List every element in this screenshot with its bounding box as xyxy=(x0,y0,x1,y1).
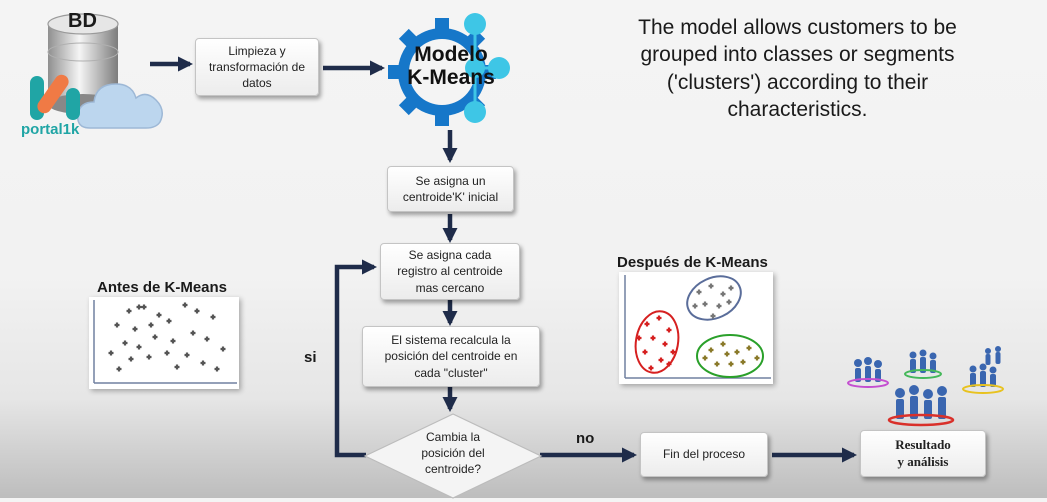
scatter-marker xyxy=(726,299,732,305)
assign-records-box: Se asigna cada registro al centroide mas… xyxy=(380,243,520,300)
scatter-marker xyxy=(714,361,720,367)
scatter-marker xyxy=(648,365,654,371)
after-plot xyxy=(619,272,773,384)
scatter-marker xyxy=(141,304,147,310)
scatter-marker xyxy=(724,351,730,357)
assign-initial-centroid-box: Se asigna un centroide'K' inicial xyxy=(387,166,514,212)
scatter-marker xyxy=(184,352,190,358)
scatter-marker xyxy=(148,322,154,328)
scatter-marker xyxy=(128,356,134,362)
scatter-marker xyxy=(662,341,668,347)
scatter-marker xyxy=(152,334,158,340)
scatter-marker xyxy=(720,341,726,347)
scatter-marker xyxy=(146,354,152,360)
db-label: BD xyxy=(68,10,97,32)
decision-text: Cambia la posición del centroide? xyxy=(421,430,485,477)
end-process-box: Fin del proceso xyxy=(640,432,768,477)
after-plot-title: Después de K-Means xyxy=(617,254,768,271)
scatter-marker xyxy=(170,338,176,344)
arrow-loop-yes xyxy=(334,259,378,458)
model-title: Modelo K-Means xyxy=(407,43,495,90)
scatter-marker xyxy=(220,346,226,352)
scatter-marker xyxy=(126,308,132,314)
scatter-marker xyxy=(116,366,122,372)
scatter-marker xyxy=(644,321,650,327)
model-description: The model allows customers to be grouped… xyxy=(638,16,957,121)
scatter-marker xyxy=(114,322,120,328)
scatter-marker xyxy=(108,350,114,356)
scatter-marker xyxy=(642,349,648,355)
scatter-marker xyxy=(670,349,676,355)
cluster-ring xyxy=(686,275,742,321)
before-plot xyxy=(89,297,239,389)
scatter-marker xyxy=(136,304,142,310)
scatter-marker xyxy=(702,355,708,361)
before-plot-title: Antes de K-Means xyxy=(97,279,228,296)
scatter-marker xyxy=(210,314,216,320)
scatter-marker xyxy=(708,283,714,289)
scatter-marker xyxy=(156,312,162,318)
scatter-marker xyxy=(656,315,662,321)
cluster-ring xyxy=(634,310,680,374)
scatter-marker xyxy=(174,364,180,370)
scatter-marker xyxy=(746,345,752,351)
scatter-marker xyxy=(728,361,734,367)
scatter-marker xyxy=(692,303,698,309)
scatter-marker xyxy=(190,330,196,336)
scatter-marker xyxy=(666,327,672,333)
scatter-marker xyxy=(214,366,220,372)
branch-label-yes: si xyxy=(304,349,317,366)
scatter-marker xyxy=(696,289,702,295)
result-analysis-box: Resultado y análisis xyxy=(860,430,986,477)
scatter-marker xyxy=(720,291,726,297)
brand-logo-icon xyxy=(30,74,80,120)
scatter-marker xyxy=(636,335,642,341)
scatter-marker xyxy=(710,313,716,319)
scatter-marker xyxy=(194,308,200,314)
cleaning-step-box: Limpieza y transformación de datos xyxy=(195,38,319,96)
scatter-marker xyxy=(708,347,714,353)
branch-label-no: no xyxy=(576,430,595,447)
scatter-marker xyxy=(650,335,656,341)
scatter-marker xyxy=(702,301,708,307)
scatter-marker xyxy=(122,340,128,346)
scatter-marker xyxy=(200,360,206,366)
scatter-marker xyxy=(182,302,188,308)
scatter-marker xyxy=(658,357,664,363)
brand-label: portal1k xyxy=(21,121,80,138)
data-source: BD portal1k xyxy=(18,8,163,138)
scatter-marker xyxy=(740,359,746,365)
scatter-marker xyxy=(164,350,170,356)
node-network-icon xyxy=(464,13,510,123)
scatter-marker xyxy=(734,349,740,355)
people-groups-icon xyxy=(847,346,1004,427)
scatter-marker xyxy=(666,361,672,367)
scatter-marker xyxy=(754,355,760,361)
recalculate-centroid-box: El sistema recalcula la posición del cen… xyxy=(362,326,540,387)
scatter-marker xyxy=(204,336,210,342)
scatter-marker xyxy=(716,303,722,309)
scatter-marker xyxy=(132,326,138,332)
scatter-marker xyxy=(166,318,172,324)
scatter-marker xyxy=(728,285,734,291)
cluster-ring xyxy=(696,334,764,378)
scatter-marker xyxy=(136,344,142,350)
